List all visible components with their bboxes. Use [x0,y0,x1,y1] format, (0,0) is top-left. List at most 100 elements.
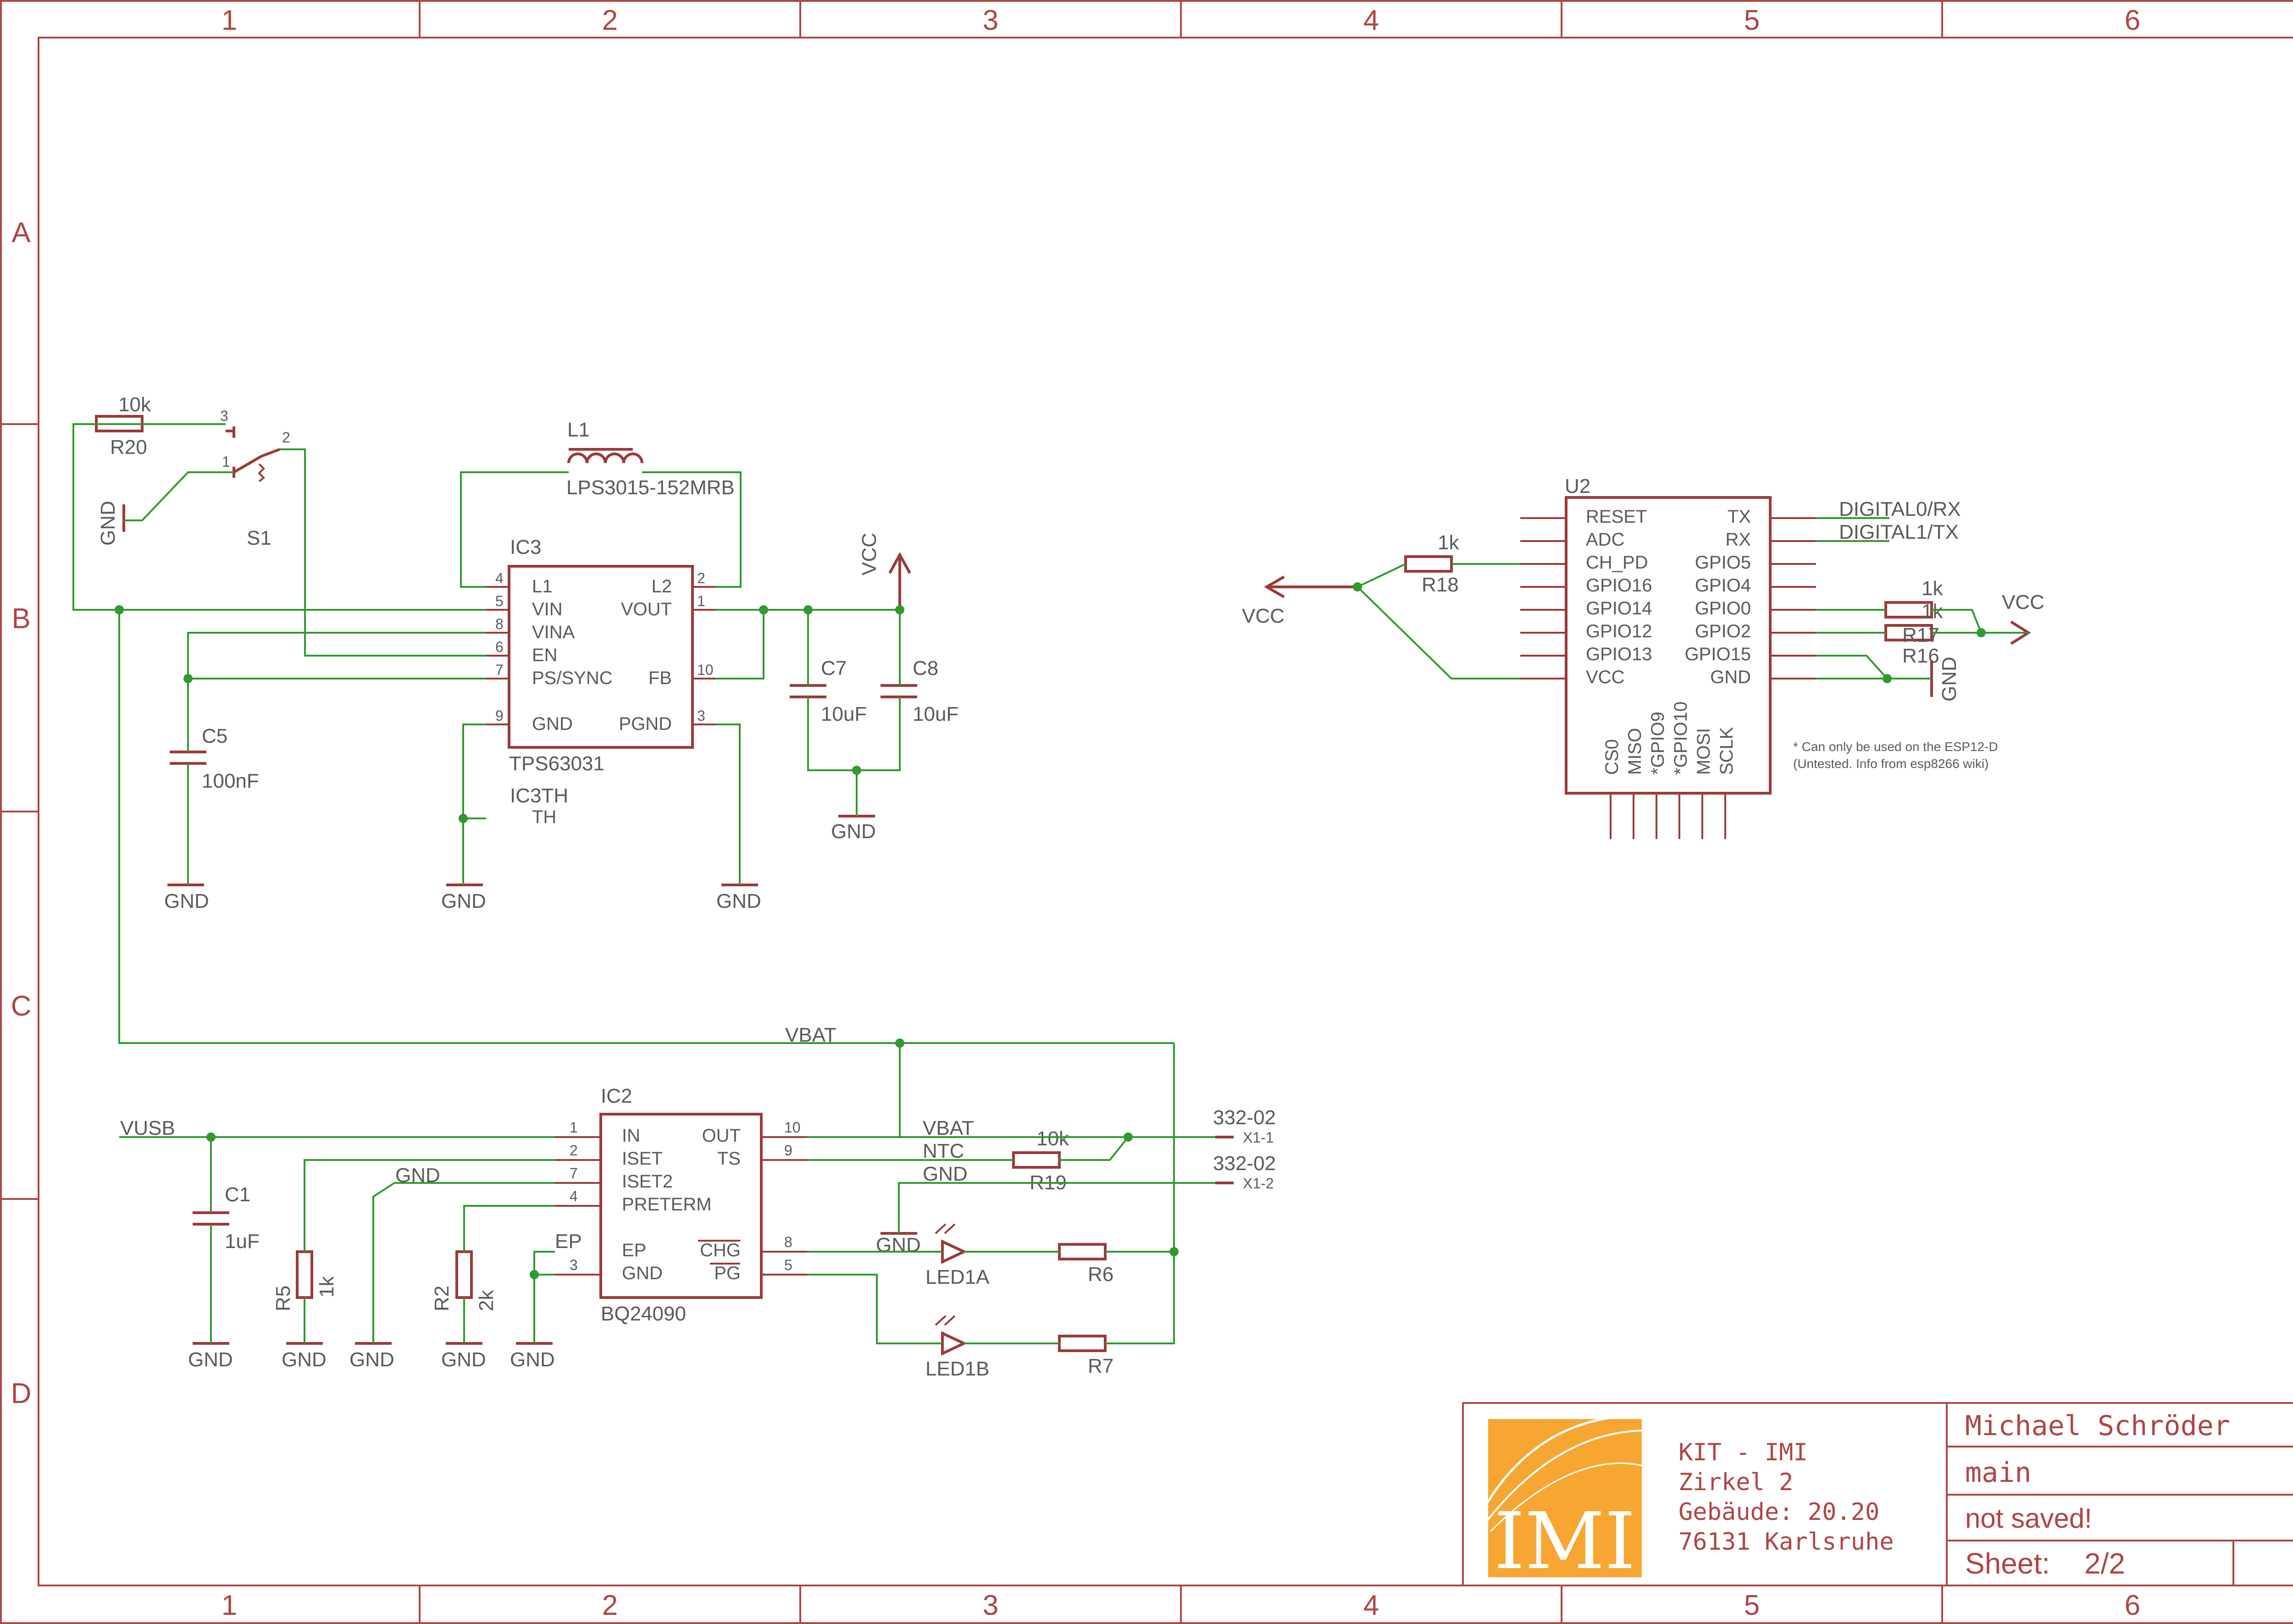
gnd-label: GND [441,1348,486,1371]
frame-row-label: A [11,217,31,249]
u2-pin-gpio2: GPIO2 [1695,621,1751,641]
gnd-symbol: GND [282,1342,327,1371]
u2-pin-tx: TX [1728,507,1751,527]
led1a-ref: LED1A [925,1266,990,1288]
ic2-ref: IC2 [601,1085,632,1107]
ic3-pin-l2: L2 [652,576,672,597]
ic2-pinno: 1 [570,1119,578,1136]
r18-value: 1k [1438,531,1459,554]
frame-col-label: 4 [1363,1590,1379,1621]
frame-row-label: D [11,1378,32,1409]
r6-resistor: R6 [1058,1243,1113,1286]
u2-pin-gpio12: GPIO12 [1586,621,1652,641]
r20-resistor: 10k R20 [95,393,151,458]
gnd-symbol: GND [510,1342,555,1371]
r17-resistor: 1k R17 [1884,600,1943,646]
r20-value: 10k [118,393,151,416]
u2-pin-vcc: VCC [1586,667,1624,687]
frame-col-label: 1 [222,5,237,36]
ic3th-ref: IC3TH [510,784,568,807]
ic2-pinno: 5 [784,1257,792,1273]
ic2-value: BQ24090 [601,1303,686,1325]
frame-col-label: 4 [1363,5,1379,36]
r16-ref: R16 [1902,645,1939,667]
gnd-symbol: GND [831,815,876,843]
l1-inductor: L1 LPS3015-152MRB [566,419,735,499]
ic3-value: TPS63031 [509,752,604,775]
wires-boost [72,423,1174,1044]
ic3-pin-pgnd: PGND [619,714,672,734]
gnd-label: GND [164,890,209,912]
frame-col-label: 2 [602,5,618,36]
vcc-supply: VCC [2002,591,2044,645]
vbat-label: VBAT [785,1024,836,1046]
gnd-label: GND [831,820,876,843]
ic3-pinno: 10 [697,662,714,678]
gnd-symbol: GND [441,884,486,912]
gnd-symbol: GND [349,1342,394,1371]
ic3-pinno: 8 [495,616,504,632]
r18-resistor: 1k R18 [1404,531,1459,596]
sheet-name: main [1965,1457,2032,1489]
org-line1: KIT - IMI [1678,1439,1808,1466]
org-line4: 76131 Karlsruhe [1678,1528,1894,1556]
u2-pin-sclk: SCLK [1717,727,1737,775]
vcc-label: VCC [858,533,881,575]
ic2-bq24090: IC2 BQ24090 IN ISET ISET2 PRETERM EP GND… [555,1085,807,1325]
led1a-led: LED1A [925,1223,990,1288]
gnd-label: GND [282,1348,327,1371]
gnd-label: GND [876,1234,921,1256]
c7-capacitor: C7 10uF [790,657,867,725]
gnd-label: GND [923,1163,968,1185]
vcc-supply: VCC [858,533,911,610]
u2-pin-rx: RX [1725,530,1751,550]
u2-note: * Can only be used on the ESP12-D [1793,740,1998,754]
c5-capacitor: C5 100nF [170,725,259,792]
c1-value: 1uF [225,1230,260,1253]
ntc-label: NTC [923,1140,964,1162]
frame-col-label: 3 [983,5,998,36]
frame-col-label: 2 [602,1590,618,1621]
org-line3: Gebäude: 20.20 [1678,1498,1879,1526]
ic2-pin-out: OUT [702,1126,741,1146]
r6-ref: R6 [1088,1263,1113,1286]
gnd-symbol: GND [164,884,209,912]
gnd-label: GND [1938,657,1961,702]
ic2-pin-in: IN [622,1126,640,1146]
r5-ref: R5 [272,1286,294,1311]
r7-ref: R7 [1088,1355,1113,1377]
ic3-pinno: 1 [697,593,705,609]
frame-row-label: C [11,990,32,1022]
c7-value: 10uF [821,703,867,725]
r19-value: 10k [1036,1127,1069,1150]
ic3-pin-fb: FB [648,668,672,688]
frame-col-label: 6 [2125,1590,2140,1621]
ic2-pin-ep: EP [622,1240,646,1260]
ic2-pin-preterm: PRETERM [622,1194,712,1215]
r16-value: 1k [1922,577,1943,600]
gnd-symbol: GND [876,1232,921,1256]
author: Michael Schröder [1965,1410,2230,1442]
ic2-pin-ts: TS [717,1149,741,1169]
s1-pin3: 3 [220,408,228,424]
ic3-pin-vin: VIN [532,599,563,619]
ic3-pinno: 2 [697,570,705,586]
gnd-label: GND [441,890,486,912]
ic3-pinno: 3 [697,707,705,724]
gnd-label: GND [716,890,761,912]
ic3-ref: IC3 [510,536,541,558]
ic3-pin-l1: L1 [532,576,553,597]
r18-ref: R18 [1422,574,1459,596]
gnd-symbol: GND [188,1342,233,1371]
x1-pin2: X1-2 [1243,1175,1274,1192]
logo-text: IMI [1494,1496,1635,1587]
r17-ref: R17 [1902,624,1939,646]
ic2-pin-pg: PG [714,1263,741,1283]
r5-value: 1k [316,1276,338,1298]
c8-value: 10uF [913,703,958,725]
c1-capacitor: C1 1uF [193,1183,260,1253]
ic2-pin-iset2: ISET2 [622,1171,673,1192]
u2-pin-reset: RESET [1586,507,1647,527]
vcc-label: VCC [2002,591,2044,613]
